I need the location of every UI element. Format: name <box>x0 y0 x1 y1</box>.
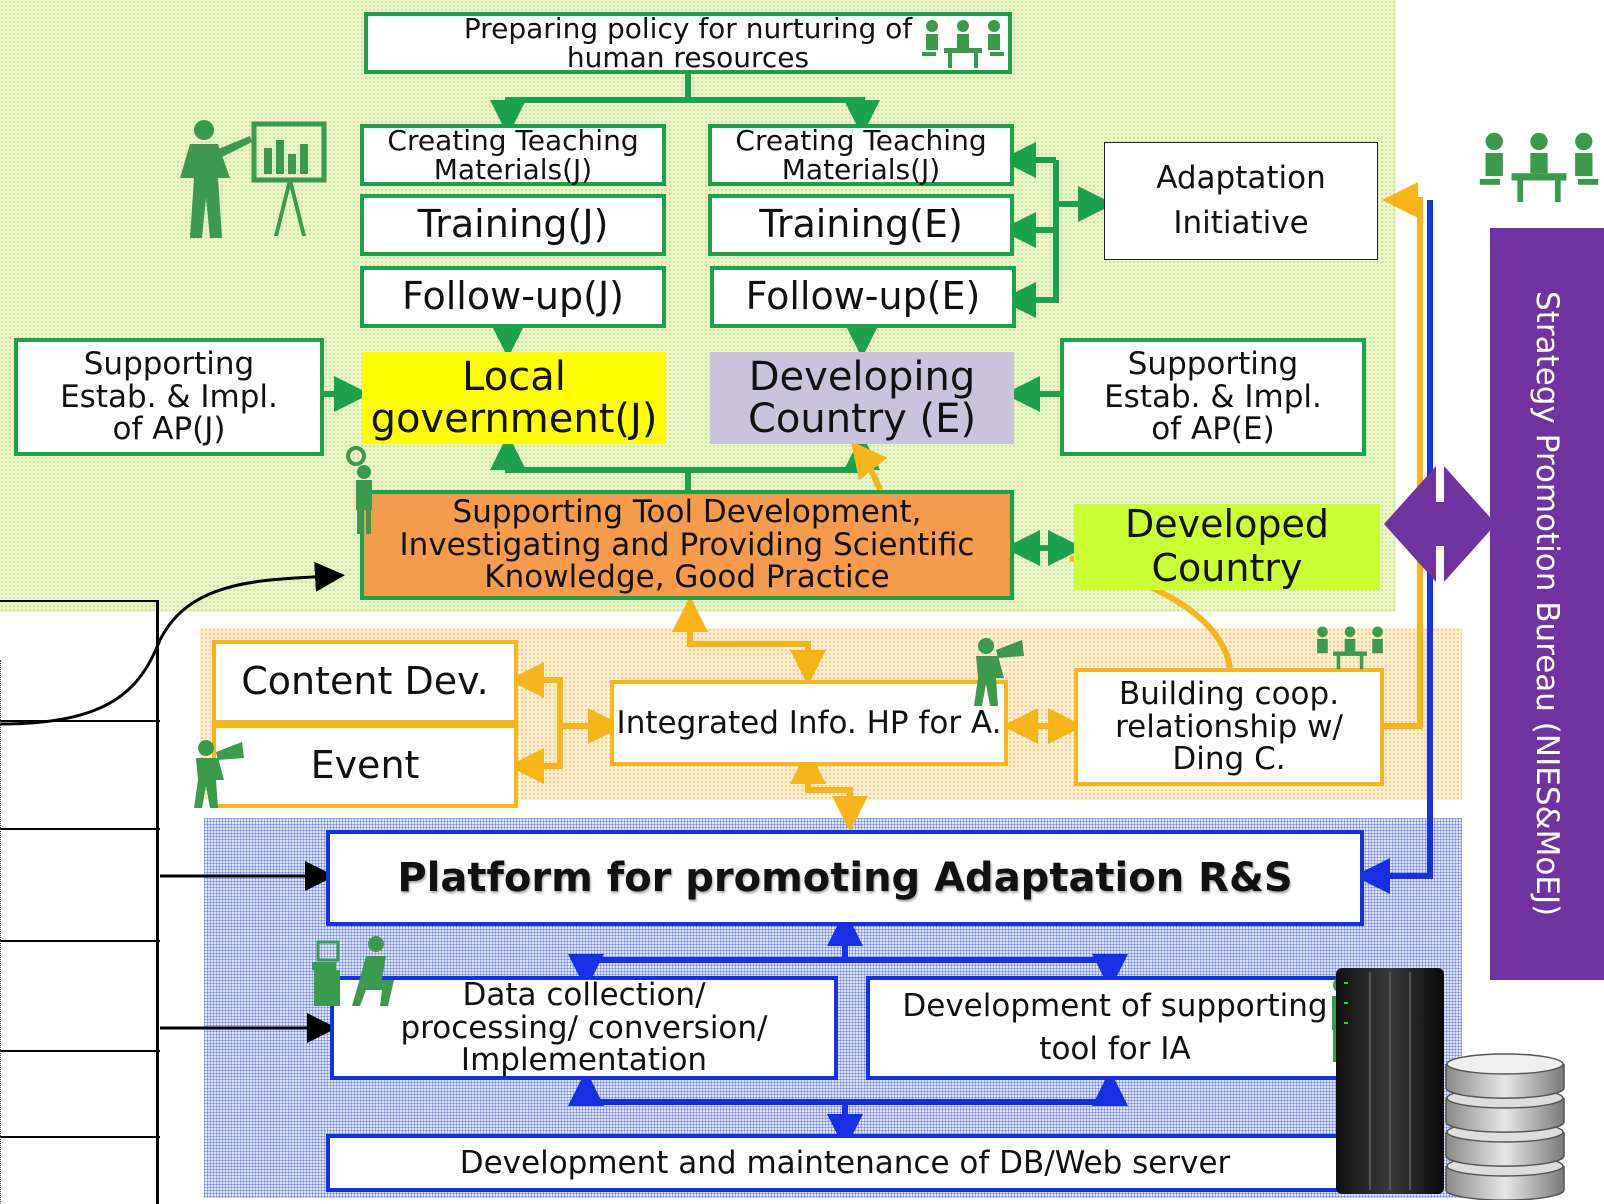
japan-support-box: Supporting Estab. & Impl. of AP(J) <box>14 338 324 456</box>
desk-worker-icon <box>312 936 394 1006</box>
developed-line2: Country <box>1151 546 1303 590</box>
integrated-hp-box: Integrated Info. HP for A. <box>610 680 1008 766</box>
developing-country-line1: Developing <box>748 354 976 400</box>
adaptation-initiative-box: Adaptation Initiative <box>1104 142 1378 260</box>
content-dev-label: Content Dev. <box>241 659 489 704</box>
japan-materials-line1: Creating Teaching <box>387 123 639 157</box>
adaptation-line2: Initiative <box>1173 205 1309 241</box>
data-line2: processing/ conversion/ <box>400 1009 768 1046</box>
data-collection-box: Data collection/ processing/ conversion/… <box>330 976 838 1080</box>
japan-materials-line2: Materials(J) <box>433 153 593 186</box>
japan-materials-box: Creating Teaching Materials(J) <box>360 124 666 186</box>
coop-relationship-box: Building coop. relationship w/ Ding C. <box>1074 668 1384 786</box>
green-connectors <box>320 72 1114 566</box>
japan-training-label: Training(J) <box>417 202 609 247</box>
megaphone-person-icon <box>194 740 244 808</box>
developing-country-box: Developing Country (E) <box>710 352 1014 444</box>
supporting-tool-box: Development of supporting tool for IA <box>866 976 1364 1080</box>
japan-support-line2: Estab. & Impl. <box>60 378 278 415</box>
adaptation-line1: Adaptation <box>1156 160 1326 197</box>
meeting-icon <box>1479 132 1599 203</box>
database-icon <box>1445 1053 1565 1200</box>
tooldev-line2: Investigating and Providing Scientific <box>399 526 975 563</box>
japan-training-box: Training(J) <box>360 194 666 256</box>
intl-support-line2: Estab. & Impl. <box>1104 378 1322 415</box>
intl-materials-line2: Materials(J) <box>781 153 941 186</box>
megaphone-person-icon <box>974 638 1024 706</box>
intl-materials-line1: Creating Teaching <box>735 123 987 157</box>
event-label: Event <box>310 743 420 788</box>
policy-box: Preparing policy for nurturing of human … <box>364 12 1012 74</box>
tool-development-box: Supporting Tool Development, Investigati… <box>360 490 1014 600</box>
tooldev-line3: Knowledge, Good Practice <box>484 559 890 596</box>
event-box: Event <box>212 724 518 808</box>
intl-followup-box: Follow-up(E) <box>710 266 1016 328</box>
intl-support-line3: of AP(E) <box>1151 411 1275 448</box>
blue-connectors <box>568 200 1433 1150</box>
developed-line1: Developed <box>1125 502 1329 547</box>
purple-double-arrow <box>1384 466 1496 582</box>
developing-country-line2: Country (E) <box>747 396 977 442</box>
presenter-icon <box>180 120 327 238</box>
platform-title: Platform for promoting Adaptation R&S <box>397 855 1293 901</box>
intl-materials-box: Creating Teaching Materials(J) <box>708 124 1014 186</box>
data-line3: Implementation <box>460 1042 708 1079</box>
meeting-icon <box>1317 626 1383 670</box>
intl-training-label: Training(E) <box>759 202 963 247</box>
magnifier-person-icon <box>346 446 372 534</box>
coop-line2: relationship w/ <box>1115 708 1343 745</box>
intl-support-line1: Supporting <box>1127 346 1299 383</box>
policy-line2: human resources <box>566 41 810 74</box>
db-server-label: Development and maintenance of DB/Web se… <box>459 1144 1231 1181</box>
intl-training-box: Training(E) <box>708 194 1014 256</box>
coop-line1: Building coop. <box>1118 676 1340 713</box>
developed-country-box: Developed Country <box>1074 502 1380 590</box>
policy-line1: Preparing policy for nurturing of <box>463 11 913 45</box>
content-dev-box: Content Dev. <box>212 640 518 724</box>
data-line1: Data collection/ <box>462 977 706 1014</box>
local-government-box: Local government(J) <box>362 352 666 444</box>
orange-connectors <box>508 182 1423 832</box>
strategy-bureau-label: Strategy Promotion Bureau (NIES&MoEJ) <box>1529 291 1565 917</box>
coop-line3: Ding C. <box>1172 741 1286 778</box>
meeting-icon <box>922 20 1004 68</box>
tooldev-line1: Supporting Tool Development, <box>452 494 922 531</box>
japan-support-line1: Supporting <box>83 346 255 383</box>
left-side-table <box>0 600 160 1204</box>
japan-support-line3: of AP(J) <box>112 411 226 448</box>
intl-followup-label: Follow-up(E) <box>745 274 981 319</box>
db-server-box: Development and maintenance of DB/Web se… <box>326 1134 1364 1192</box>
local-government-line1: Local <box>462 354 566 400</box>
integrated-hp-label: Integrated Info. HP for A. <box>616 704 1002 741</box>
server-rack-icon <box>1336 968 1444 1194</box>
japan-followup-box: Follow-up(J) <box>360 266 666 328</box>
intl-support-box: Supporting Estab. & Impl. of AP(E) <box>1060 338 1366 456</box>
black-connectors <box>0 561 345 1043</box>
tool-line2: tool for IA <box>1039 1031 1191 1067</box>
tool-line1: Development of supporting <box>902 987 1328 1024</box>
local-government-line2: government(J) <box>370 396 658 442</box>
strategy-bureau-sidebar: Strategy Promotion Bureau (NIES&MoEJ) <box>1490 228 1604 980</box>
platform-box: Platform for promoting Adaptation R&S <box>326 830 1364 926</box>
japan-followup-label: Follow-up(J) <box>402 274 624 319</box>
